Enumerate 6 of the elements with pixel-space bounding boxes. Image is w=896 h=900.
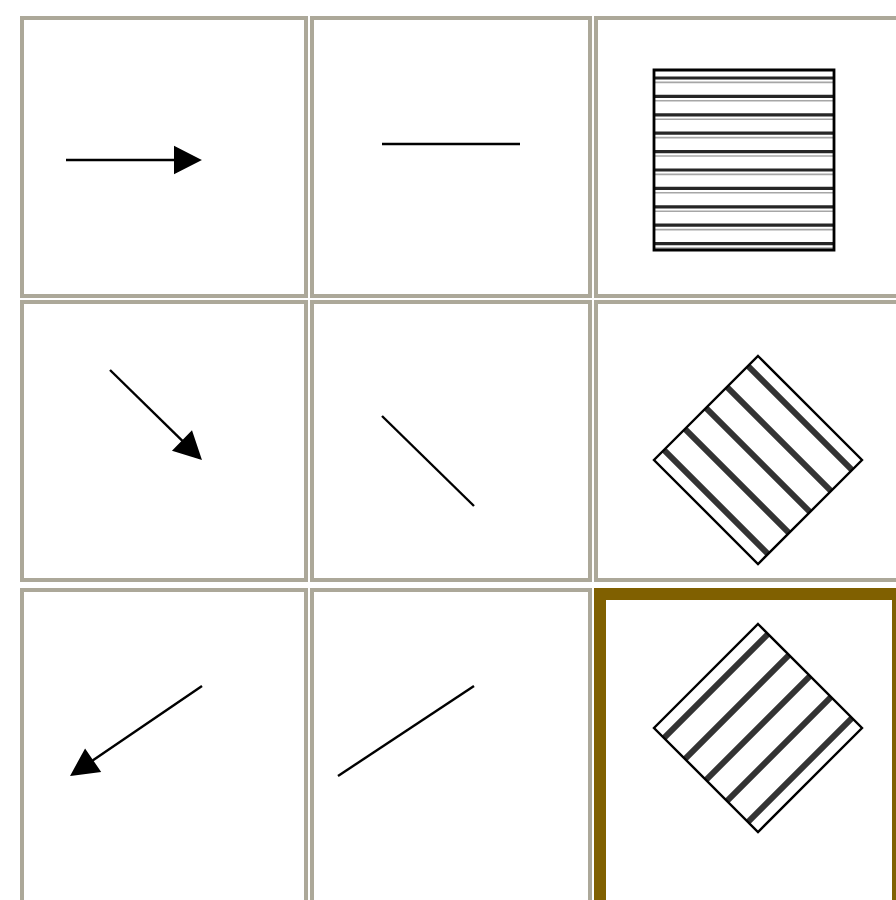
grid-cell [20,300,308,582]
grid-cell [20,588,308,900]
grid-cell [20,16,308,298]
grid-cell [310,300,592,582]
grid-cell [310,588,592,900]
grid-cell [310,16,592,298]
